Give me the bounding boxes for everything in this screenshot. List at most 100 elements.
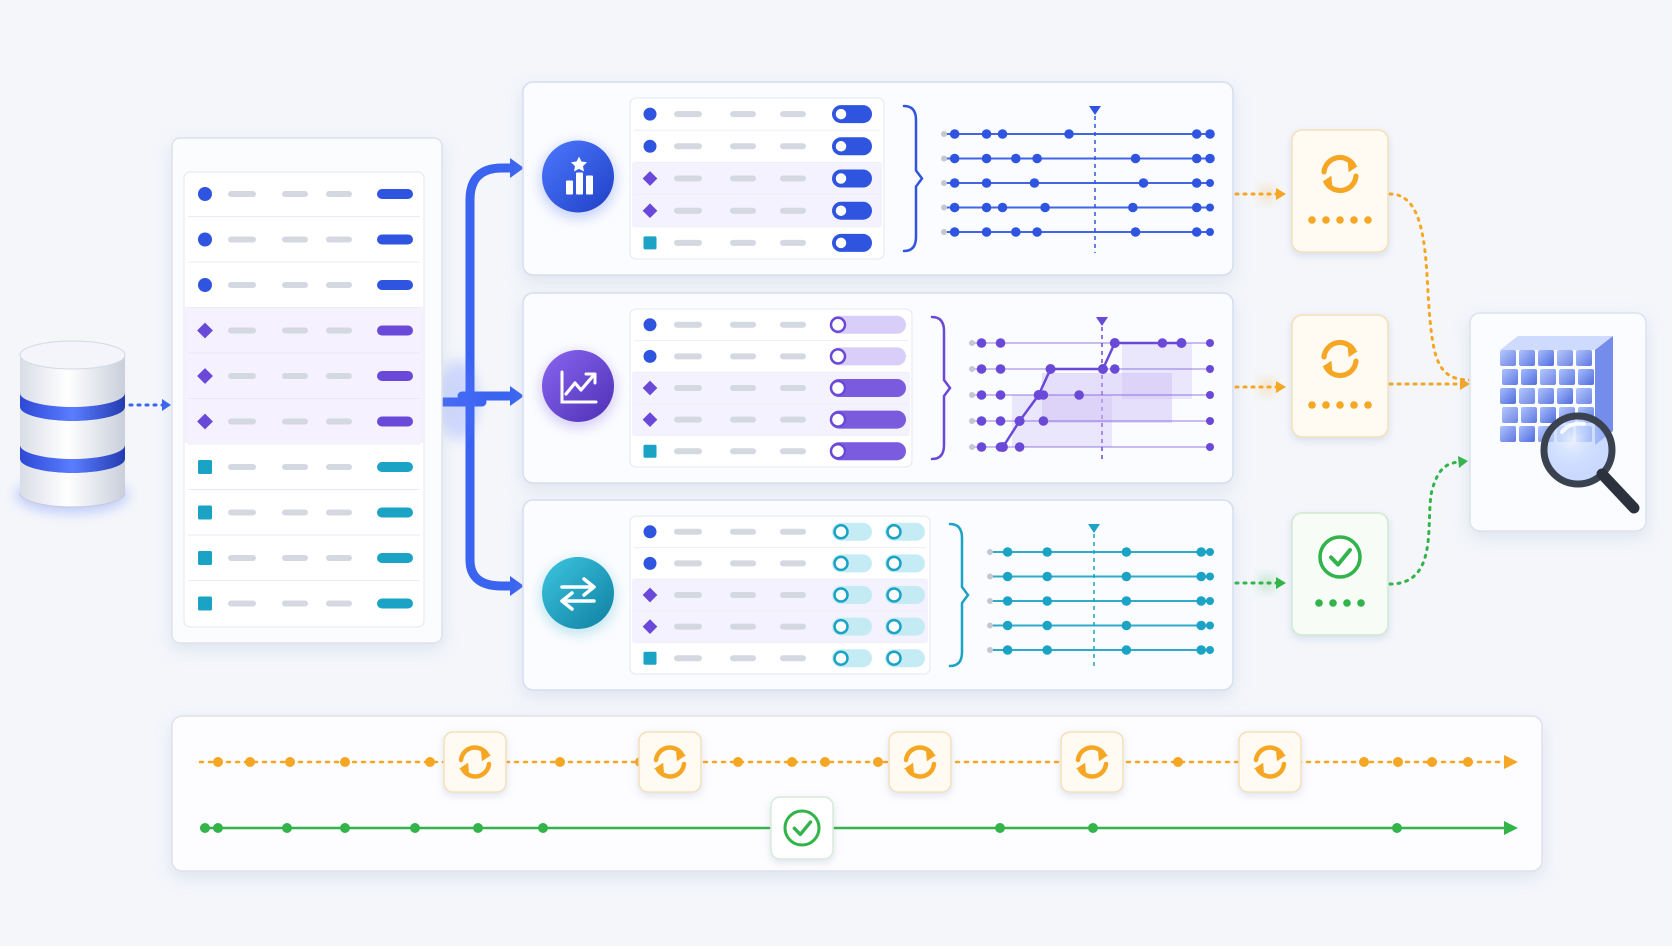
database-band (20, 445, 125, 474)
placeholder-text (730, 321, 756, 328)
circle-marker-icon (198, 232, 212, 247)
event-dot (995, 390, 1006, 400)
placeholder-text (282, 600, 308, 607)
value-pill (377, 325, 413, 336)
status-dot (1322, 216, 1330, 224)
toggle-switch[interactable] (829, 410, 906, 429)
toggle-switch[interactable] (829, 347, 906, 366)
connector-arrowhead (1276, 381, 1286, 393)
toggle-switch[interactable] (832, 586, 925, 604)
table-row (188, 261, 420, 292)
sync-event-tile (1060, 731, 1124, 793)
placeholder-text (228, 509, 256, 516)
placeholder-text (674, 175, 702, 182)
circle-marker-icon (198, 278, 212, 292)
time-cursor-marker (1089, 106, 1101, 115)
cube-block (1500, 350, 1516, 366)
branch-bottom (465, 397, 521, 591)
connector-glow (1260, 187, 1274, 201)
event-dot (473, 823, 483, 833)
placeholder-text (730, 353, 756, 360)
toggle-switch[interactable] (832, 169, 872, 188)
event-dot (1011, 227, 1021, 237)
event-dot (976, 390, 987, 400)
event-dot (1173, 757, 1183, 767)
range-fill (830, 379, 906, 397)
database-top (19, 340, 126, 370)
placeholder-text (780, 528, 806, 535)
event-dot (1042, 571, 1052, 582)
sync-arc-top (653, 745, 685, 763)
ranking-chart-icon-glyph (566, 156, 593, 195)
event-dot (976, 442, 987, 452)
event-dot (976, 364, 987, 374)
placeholder-text (780, 321, 806, 328)
toggle-switch[interactable] (829, 442, 906, 461)
toggle-switch[interactable] (832, 522, 925, 541)
sync-event[interactable] (1238, 731, 1302, 793)
event-dot (538, 823, 548, 833)
sync-event[interactable] (888, 731, 952, 793)
switch-knob (833, 235, 849, 251)
event-dot (1196, 547, 1206, 557)
event-dot (285, 757, 295, 767)
check-mark (792, 820, 813, 837)
check-event[interactable] (770, 796, 834, 860)
toggle-switch[interactable] (829, 315, 906, 334)
database-disk (20, 355, 125, 408)
cube-block (1521, 369, 1537, 385)
table-row (198, 187, 413, 201)
event-dot (200, 823, 210, 833)
status-dot (1308, 216, 1316, 224)
event-dot (1392, 823, 1402, 833)
sync-event[interactable] (638, 731, 702, 793)
timeline-start-dot (941, 180, 947, 186)
placeholder-text (780, 592, 806, 598)
timeline-end-dot (1206, 572, 1214, 581)
toggle-switch[interactable] (832, 137, 872, 156)
timeline-start-dot (941, 204, 947, 211)
event-dot (981, 178, 992, 188)
toggle-switch[interactable] (832, 649, 925, 668)
switch-knob (886, 618, 902, 635)
highlight-region (1122, 343, 1192, 399)
placeholder-text (228, 555, 256, 561)
toggle-switch[interactable] (832, 233, 872, 252)
sync-event[interactable] (1060, 731, 1124, 793)
table-row (188, 398, 420, 430)
timeline-end-dot (1206, 646, 1214, 654)
placeholder-text (730, 111, 756, 118)
timeline-plot (987, 524, 1214, 668)
cube-block (1500, 426, 1516, 442)
timeline-end-dot (1206, 391, 1214, 399)
event-dot (1128, 202, 1138, 213)
sync-event-tile (1238, 731, 1302, 793)
event-dot (995, 364, 1006, 374)
event-dot (410, 823, 420, 833)
group-bracket (930, 315, 952, 461)
cube-block (1538, 388, 1554, 404)
toggle-switch[interactable] (832, 617, 925, 636)
placeholder-text (730, 655, 756, 662)
event-dot (1042, 596, 1052, 606)
placeholder-text (282, 509, 308, 516)
cube-block (1519, 350, 1535, 366)
value-pill (377, 598, 413, 609)
toggle-switch[interactable] (832, 105, 872, 124)
toggle-switch[interactable] (832, 554, 925, 573)
event-dot (1191, 178, 1202, 188)
event-dot (1393, 757, 1403, 767)
table-row (188, 352, 420, 384)
placeholder-text (326, 418, 352, 425)
square-marker-icon (643, 236, 657, 250)
toggle-switch[interactable] (832, 201, 872, 220)
sync-event[interactable] (443, 731, 507, 793)
toggle-switch[interactable] (829, 379, 906, 397)
sync-arrowhead (654, 762, 665, 775)
event-dot (425, 757, 435, 767)
sync-arrowhead (1275, 749, 1286, 762)
sync-track (198, 731, 1518, 793)
bottom-timeline (171, 715, 1543, 872)
table-row (188, 443, 420, 474)
status-dot (1308, 401, 1316, 409)
